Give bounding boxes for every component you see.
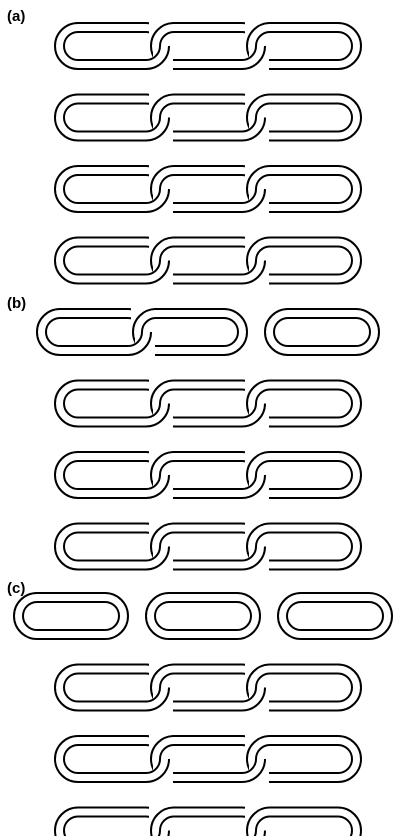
chain-group-1-link-1 [54, 663, 170, 712]
chain-group-1-joint-1 [149, 164, 173, 214]
chain-group-3-link-1 [277, 592, 393, 640]
chain-group-1-link-1 [54, 806, 170, 836]
chain-group-1-joint-2 [245, 662, 269, 713]
chain-group-1 [36, 307, 248, 357]
chain-group-1-joint-1 [149, 21, 173, 71]
chain-group-1-link-1 [13, 592, 129, 640]
chain-group-1-joint-2 [245, 92, 269, 143]
chain-group-1-joint-2 [245, 21, 269, 71]
chain-row-3 [54, 450, 362, 500]
chain-group-1-joint-1 [149, 805, 173, 836]
chain-row-3 [54, 734, 362, 784]
chain-group-1-link-2 [132, 308, 248, 356]
chain-group-1-joint-1 [149, 521, 173, 572]
chain-group-1-joint-2 [245, 805, 269, 836]
chain-row-4 [54, 805, 362, 836]
chain-group-1 [54, 450, 362, 500]
chain-group-1-link-1 [54, 165, 170, 213]
chain-group-1-link-2 [150, 735, 266, 783]
chain-group-1 [54, 734, 362, 784]
chain-group-1 [54, 662, 362, 713]
chain-group-1-joint-2 [245, 450, 269, 500]
chain-group-1-joint-2 [245, 378, 269, 429]
chain-group-2-link-1 [145, 592, 261, 640]
chain-group-1-joint-1 [131, 307, 155, 357]
chain-group-1-link-1 [54, 735, 170, 783]
chain-group-1 [13, 592, 129, 640]
chain-row-1 [54, 21, 362, 71]
chain-group-1-link-1 [54, 93, 170, 142]
chain-row-2 [54, 378, 362, 429]
chain-group-1-link-2 [150, 451, 266, 499]
chain-group-1 [54, 378, 362, 429]
chain-group-2 [145, 592, 261, 640]
chain-group-1-link-3 [246, 806, 362, 836]
chain-group-3 [277, 592, 393, 640]
chain-group-1-joint-1 [149, 662, 173, 713]
panel-label-c: (c) [7, 580, 26, 597]
chain-group-1 [54, 92, 362, 143]
chain-group-1 [54, 521, 362, 572]
chain-group-1-joint-2 [245, 235, 269, 286]
chain-group-1-link-2 [150, 22, 266, 70]
chain-group-2 [264, 308, 380, 356]
chain-group-1-joint-1 [149, 734, 173, 784]
chain-row-4 [54, 235, 362, 286]
chain-row-1 [36, 307, 380, 357]
chain-group-1-link-2 [150, 522, 266, 571]
chain-group-1-joint-2 [245, 164, 269, 214]
chain-row-4 [54, 521, 362, 572]
chain-group-1-link-3 [246, 236, 362, 285]
chain-group-1-link-1 [54, 451, 170, 499]
chain-group-1-link-1 [54, 236, 170, 285]
chain-group-1 [54, 21, 362, 71]
chain-group-1-joint-1 [149, 92, 173, 143]
chain-row-3 [54, 164, 362, 214]
panel-label-a: (a) [7, 8, 26, 25]
chain-group-1-joint-1 [149, 235, 173, 286]
panel-b [36, 307, 380, 572]
chain-group-1-link-2 [150, 93, 266, 142]
chain-group-1-link-3 [246, 93, 362, 142]
chain-group-1-link-3 [246, 451, 362, 499]
chain-group-1-link-1 [36, 308, 152, 356]
chain-group-1-joint-1 [149, 378, 173, 429]
chain-group-1-joint-2 [245, 734, 269, 784]
panel-label-b: (b) [7, 295, 27, 312]
chain-group-1-link-1 [54, 522, 170, 571]
chain-row-1 [13, 592, 393, 640]
chain-group-1 [54, 235, 362, 286]
panel-a [54, 21, 362, 286]
panel-c [13, 592, 393, 836]
chain-group-1-joint-1 [149, 450, 173, 500]
chain-group-1-link-3 [246, 735, 362, 783]
chain-group-1-joint-2 [245, 521, 269, 572]
chain-group-2-link-1 [264, 308, 380, 356]
chain-group-1 [54, 805, 362, 836]
chain-group-1-link-3 [246, 522, 362, 571]
chain-group-1 [54, 164, 362, 214]
chain-group-1-link-1 [54, 379, 170, 428]
chain-row-2 [54, 662, 362, 713]
chain-row-2 [54, 92, 362, 143]
